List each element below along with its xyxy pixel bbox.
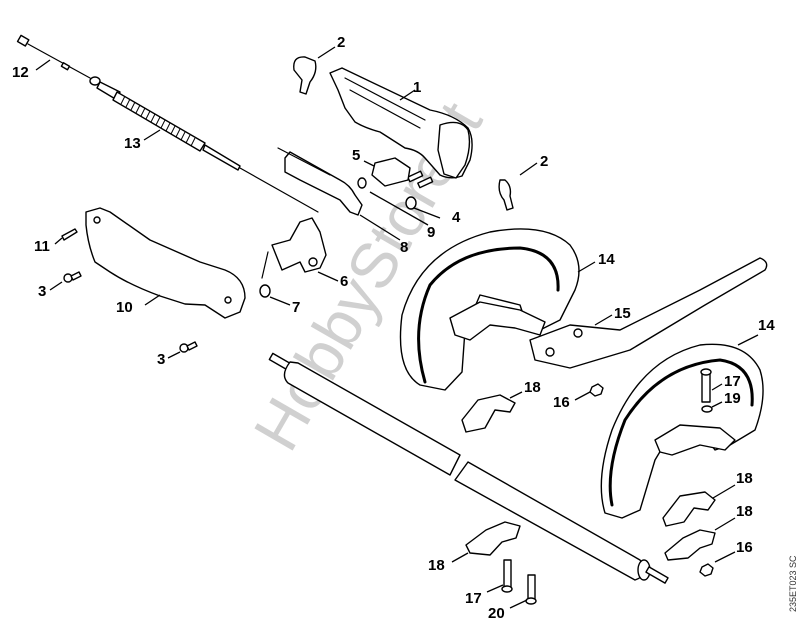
loop-handle-left[interactable] bbox=[399, 228, 580, 391]
handle-shell[interactable] bbox=[85, 207, 246, 319]
callout-2-right: 2 bbox=[540, 153, 548, 170]
screw-3-lower[interactable] bbox=[179, 341, 198, 353]
callout-8: 8 bbox=[400, 239, 408, 256]
nut-upper[interactable] bbox=[589, 383, 604, 397]
callouts: 12 13 2 1 2 5 4 9 8 6 7 10 11 3 3 14 15 … bbox=[12, 34, 775, 622]
throttle-cable[interactable] bbox=[16, 34, 319, 213]
callout-2-upper: 2 bbox=[337, 34, 345, 51]
callout-17-upper: 17 bbox=[724, 373, 741, 390]
callout-9: 9 bbox=[427, 224, 435, 241]
screw-20[interactable] bbox=[525, 574, 537, 605]
clamp-strap-right-lower[interactable] bbox=[664, 529, 716, 561]
callout-10: 10 bbox=[116, 299, 133, 316]
loop-handle-right[interactable] bbox=[600, 343, 764, 519]
callout-7: 7 bbox=[292, 299, 300, 316]
drawing-code: 235ET023 SC bbox=[788, 555, 798, 612]
callout-19: 19 bbox=[724, 390, 741, 407]
barrier-bar[interactable] bbox=[529, 257, 768, 369]
callout-13: 13 bbox=[124, 135, 141, 152]
callout-16-upper: 16 bbox=[553, 394, 570, 411]
callout-11: 11 bbox=[34, 238, 50, 255]
clamp-strap-upper[interactable] bbox=[461, 394, 516, 433]
callout-12: 12 bbox=[12, 64, 29, 81]
clamp-upper[interactable] bbox=[293, 56, 317, 95]
callout-6: 6 bbox=[340, 273, 348, 290]
screw-17-lower[interactable] bbox=[501, 559, 513, 593]
callout-3-upper: 3 bbox=[38, 283, 46, 300]
screw-11[interactable] bbox=[61, 228, 78, 241]
callout-18-right-upper: 18 bbox=[736, 470, 753, 487]
clamp-right[interactable] bbox=[498, 179, 514, 211]
callout-16-lower: 16 bbox=[736, 539, 753, 556]
callout-1: 1 bbox=[413, 79, 421, 96]
clamp-strap-lower-left[interactable] bbox=[465, 521, 521, 556]
callout-14-left: 14 bbox=[598, 251, 615, 268]
callout-17-lower: 17 bbox=[465, 590, 482, 607]
callout-18-lower-left: 18 bbox=[428, 557, 445, 574]
throttle-trigger[interactable] bbox=[277, 147, 363, 216]
control-handle-housing[interactable] bbox=[329, 67, 473, 189]
drive-tube[interactable] bbox=[268, 352, 669, 584]
callout-18-right-lower: 18 bbox=[736, 503, 753, 520]
nut-lower[interactable] bbox=[699, 563, 714, 577]
torsion-spring-7[interactable] bbox=[259, 251, 271, 298]
callout-3-lower: 3 bbox=[157, 351, 165, 368]
callout-15: 15 bbox=[614, 305, 631, 322]
screw-17-upper[interactable] bbox=[700, 368, 712, 403]
clamp-strap-right-upper[interactable] bbox=[662, 491, 716, 527]
slide-switch[interactable] bbox=[371, 157, 411, 187]
torsion-spring-9[interactable] bbox=[357, 177, 367, 189]
screw-3-upper[interactable] bbox=[63, 271, 82, 283]
interlock-lever[interactable] bbox=[271, 217, 327, 273]
washer-19[interactable] bbox=[701, 405, 713, 413]
leader-lines bbox=[35, 46, 759, 609]
spring-4[interactable] bbox=[405, 196, 417, 210]
callout-4: 4 bbox=[452, 209, 461, 226]
callout-18-upper: 18 bbox=[524, 379, 541, 396]
callout-5: 5 bbox=[352, 147, 360, 164]
callout-20: 20 bbox=[488, 605, 505, 622]
callout-14-right: 14 bbox=[758, 317, 775, 334]
